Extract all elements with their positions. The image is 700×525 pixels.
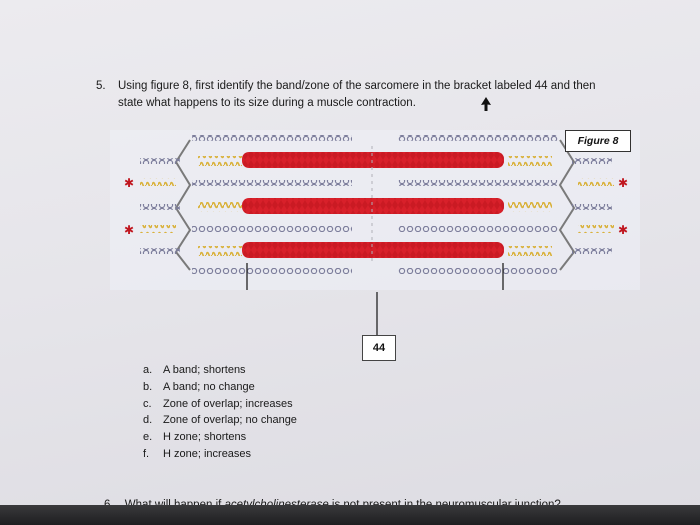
option-d-letter: d. [143, 414, 153, 427]
svg-text:✱: ✱ [124, 176, 134, 190]
figure-label: Figure 8 [565, 130, 631, 152]
answer-options: a. A band; shortens b. A band; no change c… [143, 362, 297, 463]
option-c-text: Zone of overlap; increases [163, 397, 293, 410]
question-5-line-2: state what happens to its size during a … [118, 97, 416, 109]
option-c[interactable]: c. Zone of overlap; increases [143, 396, 297, 413]
option-f[interactable]: f. H zone; increases [143, 446, 297, 463]
svg-text:✱: ✱ [618, 176, 628, 190]
option-b-letter: b. [143, 380, 153, 393]
option-e-letter: e. [143, 431, 153, 444]
option-b-text: A band; no change [163, 380, 255, 393]
bracket-label-44: 44 [362, 335, 396, 361]
screen-bottom-edge [0, 505, 700, 525]
option-a-letter: a. [143, 364, 153, 376]
sarcomere-diagram: ✱ ✱ ✱ ✱ [110, 130, 640, 290]
side-markers: ✱ ✱ ✱ ✱ [124, 176, 628, 237]
option-d-text: Zone of overlap; no change [163, 414, 297, 427]
titin-segments [140, 156, 614, 256]
bracket-connector [376, 292, 378, 336]
option-a[interactable]: a. A band; shortens [143, 362, 297, 379]
svg-text:✱: ✱ [618, 223, 628, 237]
option-e-text: H zone; shortens [163, 431, 247, 444]
option-f-letter: f. [143, 447, 150, 460]
option-e[interactable]: e. H zone; shortens [143, 429, 297, 446]
thick-filaments [242, 146, 504, 264]
svg-text:✱: ✱ [124, 223, 134, 237]
mouse-cursor-icon [481, 97, 491, 111]
option-a-text: A band; shortens [163, 364, 246, 376]
option-c-letter: c. [143, 397, 152, 410]
option-f-text: H zone; increases [163, 447, 252, 460]
question-5-number: 5. [96, 80, 106, 92]
option-d[interactable]: d. Zone of overlap; no change [143, 412, 297, 429]
thin-filaments [140, 135, 612, 274]
bracket-44 [246, 263, 504, 290]
option-b[interactable]: b. A band; no change [143, 379, 297, 396]
question-5-line-1: Using figure 8, first identify the band/… [118, 80, 596, 92]
